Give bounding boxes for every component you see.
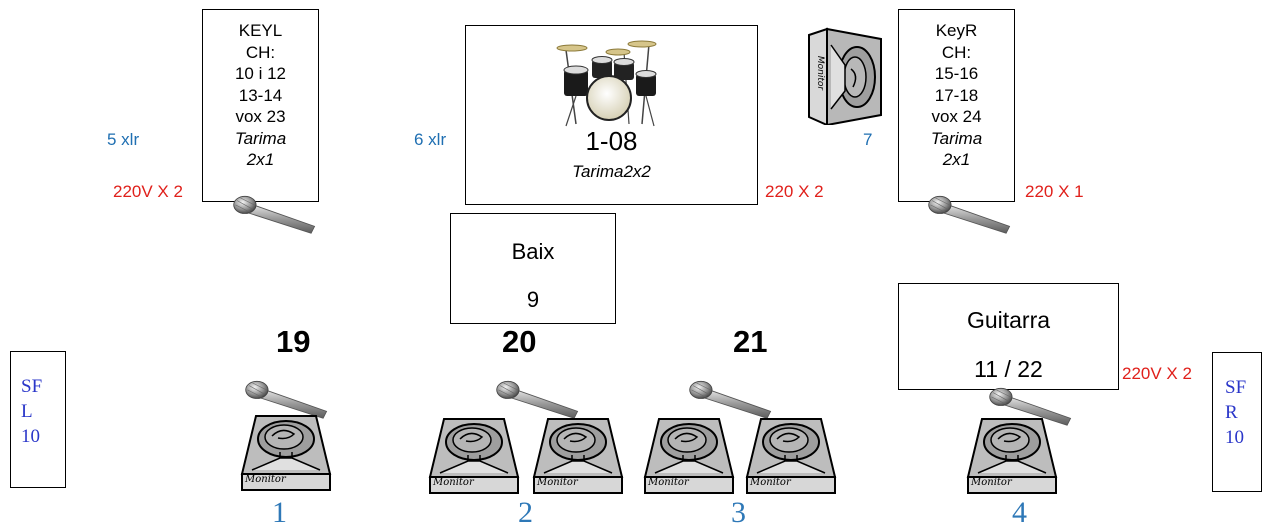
floor-monitor-4: Monitor	[966, 417, 1058, 495]
side-monitor-label: Monitor	[815, 56, 825, 92]
floor-monitor-2b: Monitor	[532, 417, 624, 495]
microphone-icon	[495, 377, 581, 420]
monitor-label: Monitor	[433, 477, 474, 488]
vocal-number-19: 19	[276, 324, 311, 359]
bass-channel: 9	[526, 287, 540, 312]
power-keyr-label: 220 X 1	[1025, 182, 1084, 201]
monitor-label: Monitor	[750, 477, 791, 488]
keyr-line-5: vox 24	[931, 107, 982, 126]
power-guitar-label: 220V X 2	[1122, 364, 1192, 383]
guitar-box: Guitarra 11 / 22	[898, 283, 1119, 390]
keyr-line-4: 17-18	[934, 85, 979, 105]
xlr-center-label: 6 xlr	[414, 130, 447, 149]
vocal-number-21: 21	[733, 324, 768, 359]
monitor-number-1: 1	[272, 496, 287, 529]
power-keyl-label: 220V X 2	[113, 182, 183, 201]
keyr-riser-2: 2x1	[942, 150, 971, 169]
floor-monitor-2a: Monitor	[428, 417, 520, 495]
sidefill-left-box: SF L 10	[10, 351, 66, 488]
keyl-riser-2: 2x1	[246, 150, 275, 169]
drums-box: 1-08 Tarima2x2	[465, 25, 758, 205]
vocal-number-20: 20	[502, 324, 537, 359]
bass-name: Baix	[511, 239, 555, 264]
floor-monitor-3b: Monitor	[745, 417, 837, 495]
keyl-box: KEYL CH: 10 i 12 13-14 vox 23 Tarima 2x1	[202, 9, 319, 202]
monitor-number-2: 2	[518, 496, 533, 529]
monitor-number-3: 3	[731, 496, 746, 529]
keyr-line-2: CH:	[941, 42, 972, 62]
keyl-line-5: vox 23	[235, 107, 286, 126]
monitor-label: Monitor	[648, 477, 689, 488]
keyr-line-1: KeyR	[935, 21, 978, 40]
drum-kit-icon	[556, 40, 657, 127]
drums-channels: 1-08	[585, 126, 638, 156]
keyr-riser-1: Tarima	[930, 128, 983, 148]
monitor-number-4: 4	[1012, 496, 1027, 529]
microphone-icon	[927, 192, 1013, 235]
monitor-label: Monitor	[537, 477, 578, 488]
bass-box: Baix 9	[450, 213, 616, 324]
sfl-line-1: SF	[21, 376, 43, 397]
keyl-riser-1: Tarima	[234, 128, 287, 148]
keyl-line-2: CH:	[245, 42, 276, 62]
keyl-line-3: 10 i 12	[234, 64, 287, 83]
guitar-name: Guitarra	[966, 307, 1051, 333]
sfl-line-3: 10	[21, 426, 40, 447]
side-monitor-number: 7	[863, 130, 873, 149]
sfr-line-1: SF	[1225, 377, 1247, 398]
side-monitor-icon: Monitor	[808, 27, 882, 125]
keyl-line-4: 13-14	[238, 85, 283, 105]
keyr-box: KeyR CH: 15-16 17-18 vox 24 Tarima 2x1	[898, 9, 1015, 202]
keyl-line-1: KEYL	[238, 21, 283, 40]
microphone-icon	[232, 192, 318, 235]
keyr-line-3: 15-16	[934, 64, 979, 83]
microphone-icon	[688, 377, 774, 420]
drums-riser: Tarima2x2	[572, 162, 651, 181]
sidefill-right-box: SF R 10	[1212, 352, 1262, 492]
monitor-label: Monitor	[245, 474, 286, 485]
power-drums-label: 220 X 2	[765, 182, 824, 201]
floor-monitor-3a: Monitor	[643, 417, 735, 495]
xlr-left-label: 5 xlr	[107, 130, 140, 149]
sfl-line-2: L	[21, 401, 33, 422]
sfr-line-3: 10	[1225, 427, 1244, 448]
monitor-label: Monitor	[971, 477, 1012, 488]
floor-monitor-1: Monitor	[240, 414, 332, 492]
guitar-channels: 11 / 22	[974, 356, 1043, 382]
sfr-line-2: R	[1225, 402, 1238, 423]
